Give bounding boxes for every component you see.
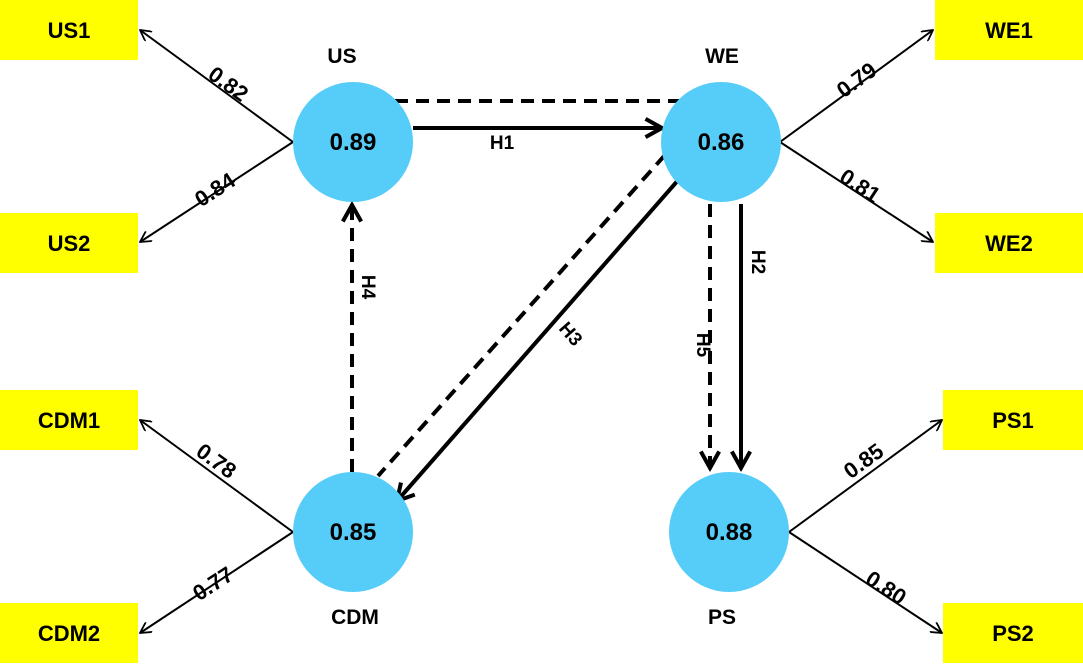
loading-arrow-ps1	[788, 420, 942, 533]
hypothesis-label-h1: H1	[490, 133, 515, 154]
loading-value-ps2: 0.80	[861, 566, 911, 610]
loading-arrow-we1	[779, 30, 933, 143]
hypothesis-label-h4: H4	[357, 275, 378, 300]
indicator-box-us2: US2	[0, 213, 138, 273]
indicator-box-cdm2: CDM2	[0, 603, 138, 663]
indicator-box-us1: US1	[0, 0, 138, 60]
loading-value-cdm2: 0.77	[188, 562, 238, 606]
indicator-box-ps1: PS1	[943, 390, 1083, 450]
path-we-cdm-dashed	[376, 153, 667, 478]
loading-arrow-cdm2	[140, 531, 294, 633]
indicator-box-ps2: PS2	[943, 603, 1083, 663]
indicator-label-cdm1: CDM1	[38, 408, 100, 433]
indicator-label-cdm2: CDM2	[38, 621, 100, 646]
hypothesis-label-h5: H5	[692, 333, 713, 358]
loading-arrow-ps2	[788, 531, 942, 633]
construct-cdm: 0.85 CDM	[293, 472, 413, 629]
indicator-label-ps1: PS1	[992, 408, 1034, 433]
construct-name-us: US	[327, 45, 356, 68]
construct-value-we: 0.86	[698, 129, 745, 156]
construct-value-cdm: 0.85	[330, 519, 377, 546]
indicator-box-we1: WE1	[935, 0, 1083, 60]
construct-name-cdm: CDM	[331, 606, 379, 629]
construct-ps: 0.88 PS	[669, 472, 789, 629]
loading-arrow-we2	[779, 141, 933, 242]
hypothesis-label-h3: H3	[554, 318, 586, 350]
indicator-label-we1: WE1	[985, 18, 1033, 43]
indicator-label-ps2: PS2	[992, 621, 1034, 646]
indicator-box-we2: WE2	[935, 213, 1083, 273]
loading-value-we2: 0.81	[835, 164, 885, 208]
loading-arrow-us1	[140, 30, 294, 143]
path-h3-we-cdm	[397, 176, 682, 501]
construct-value-us: 0.89	[330, 129, 377, 156]
construct-we: 0.86 WE	[661, 45, 781, 202]
construct-name-we: WE	[705, 45, 739, 68]
construct-us: 0.89 US	[293, 45, 413, 202]
indicator-label-us1: US1	[48, 18, 91, 43]
loading-value-us1: 0.82	[204, 61, 253, 106]
loading-arrow-us2	[140, 141, 294, 242]
loading-arrow-cdm1	[140, 420, 294, 533]
indicator-label-us2: US2	[48, 231, 91, 256]
indicator-box-cdm1: CDM1	[0, 390, 138, 450]
indicator-label-we2: WE2	[985, 231, 1033, 256]
construct-name-ps: PS	[708, 606, 736, 629]
construct-value-ps: 0.88	[706, 519, 753, 546]
hypothesis-label-h2: H2	[747, 250, 768, 274]
loading-value-we1: 0.79	[832, 57, 881, 102]
